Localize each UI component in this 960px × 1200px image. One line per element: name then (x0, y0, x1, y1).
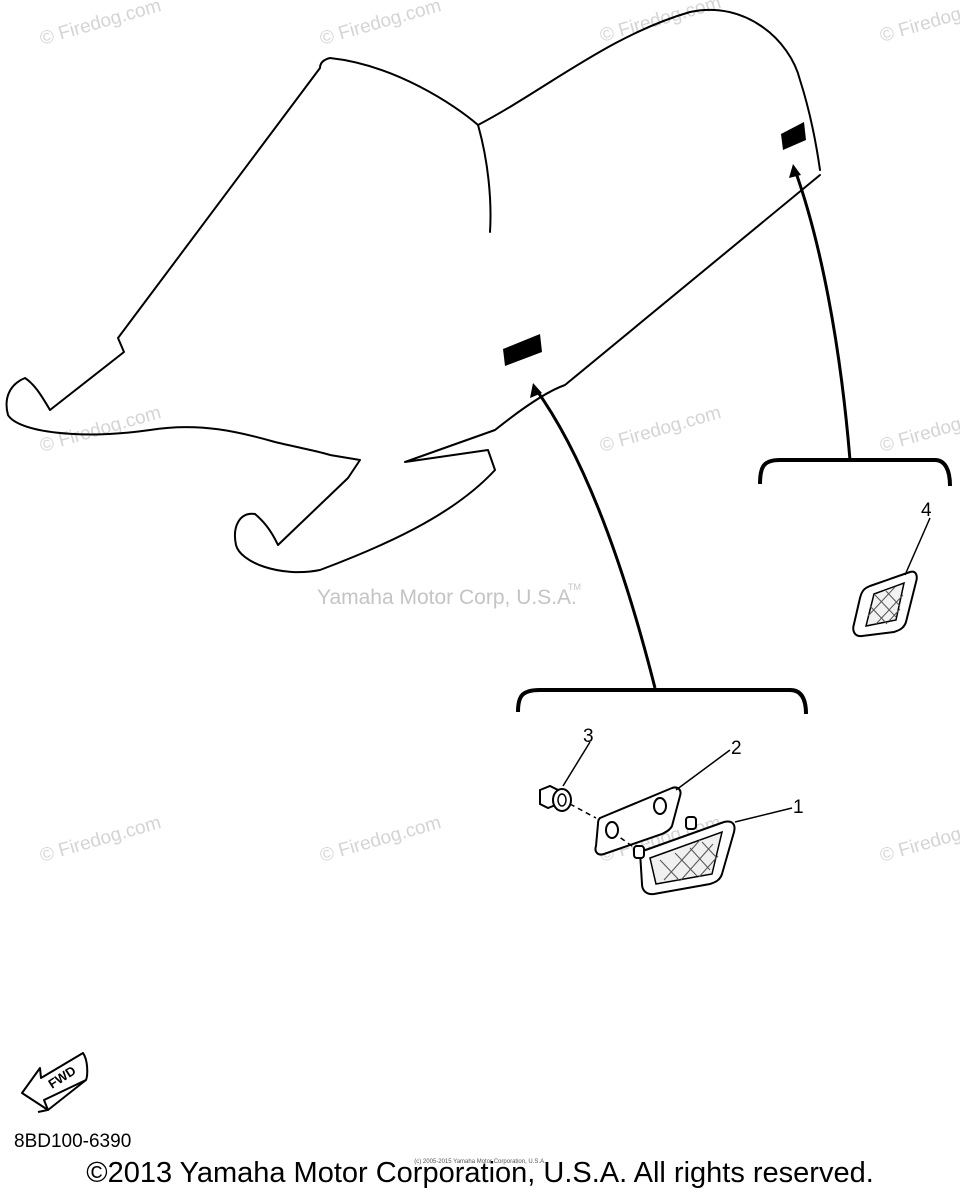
callout-2: 2 (731, 738, 742, 759)
snowmobile-outline (5, 8, 821, 574)
callout-4: 4 (921, 500, 932, 521)
reflector-mount-front (503, 334, 542, 366)
watermark-site: © Firedog.com (38, 0, 164, 50)
figure-code: 8BD100-6390 (14, 1131, 132, 1152)
reflector-part-1 (633, 816, 736, 896)
watermark-site: © Firedog.com (318, 812, 444, 867)
arrowhead (530, 383, 542, 398)
arrowhead (789, 164, 801, 178)
nut-part-3 (539, 784, 572, 812)
pointer-arrows (533, 169, 852, 689)
group-bracket-front (516, 688, 808, 715)
callout-3: 3 (583, 726, 594, 747)
watermark-site: © Firedog.com (878, 812, 960, 867)
fine-print: (c) 2005-2015 Yamaha Motor Corporation, … (414, 1159, 546, 1165)
watermark-brand: Yamaha Motor Corp, U.S.A. (317, 586, 577, 609)
group-bracket-rear (758, 458, 952, 487)
watermark-site: © Firedog.com (598, 402, 724, 457)
leader-lines (562, 517, 931, 823)
callout-1: 1 (793, 797, 804, 818)
reflector-part-4 (852, 570, 918, 638)
watermark-site: © Firedog.com (318, 0, 444, 50)
watermark-site: © Firedog.com (878, 402, 960, 457)
watermark-site: © Firedog.com (38, 402, 164, 457)
watermark-site: © Firedog.com (598, 0, 724, 47)
reflector-mount-rear (781, 122, 806, 150)
trademark-mark: TM (568, 582, 581, 592)
fastener-paths (569, 803, 633, 847)
watermark-site: © Firedog.com (38, 812, 164, 867)
watermark-layer: © Firedog.com © Firedog.com © Firedog.co… (38, 0, 960, 867)
watermark-site: © Firedog.com (878, 0, 960, 47)
forward-arrow-icon: FWD (21, 1052, 89, 1113)
copyright-notice: ©2013 Yamaha Motor Corporation, U.S.A. A… (86, 1157, 874, 1189)
plate-part-2 (594, 786, 682, 856)
